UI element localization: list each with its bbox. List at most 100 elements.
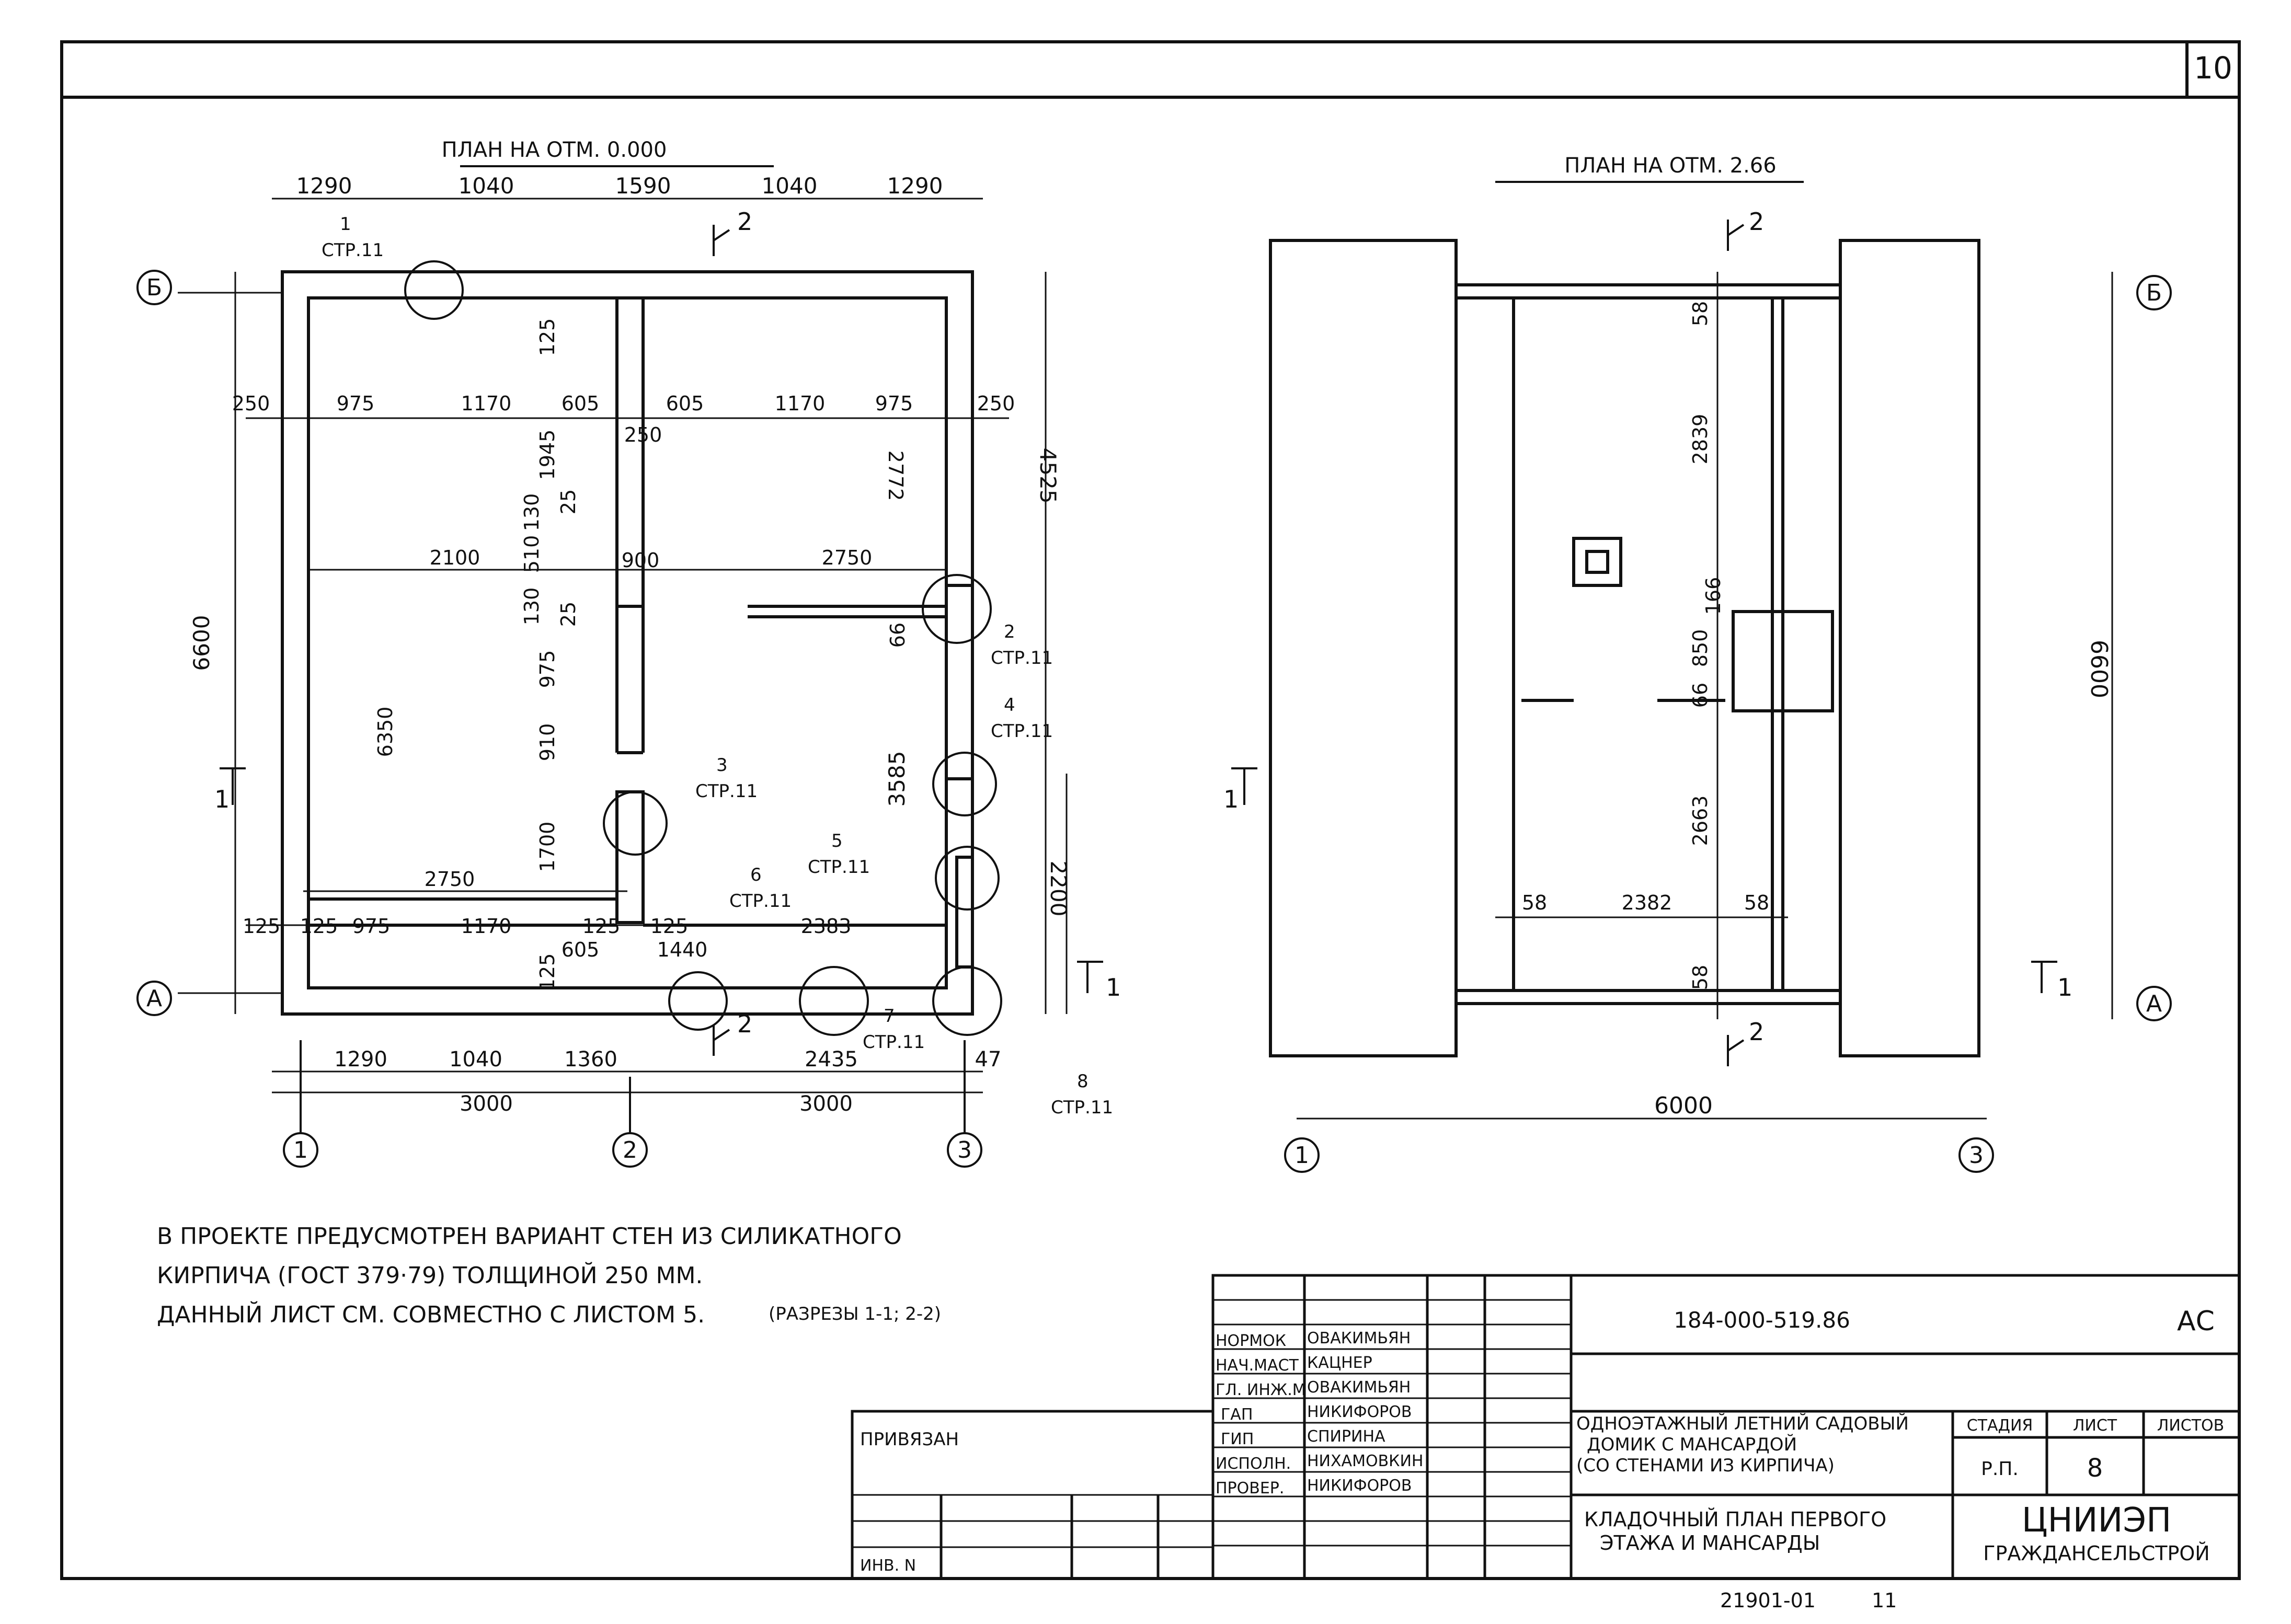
svg-text:СТР.11: СТР.11	[322, 240, 384, 261]
svg-text:4: 4	[1004, 695, 1015, 716]
svg-text:900: 900	[622, 549, 660, 572]
svg-text:1170: 1170	[461, 915, 512, 938]
svg-text:975: 975	[337, 392, 375, 415]
svg-text:1170: 1170	[461, 392, 512, 415]
svg-text:975: 975	[875, 392, 913, 415]
note-line3: ДАННЫЙ ЛИСТ СМ. СОВМЕСТНО С ЛИСТОМ 5.	[157, 1300, 705, 1328]
svg-text:НИХАМОВКИН: НИХАМОВКИН	[1307, 1452, 1423, 1470]
plan1-bottom-dims: 1290 1040 1360 2435 47 3000 3000	[334, 1047, 1001, 1116]
svg-text:8: 8	[2087, 1454, 2103, 1483]
plan2-walls	[1269, 239, 1980, 1057]
footer-codes: 21901-01 11	[1720, 1589, 1897, 1612]
svg-text:3000: 3000	[460, 1092, 513, 1116]
svg-text:ОВАКИМЬЯН: ОВАКИМЬЯН	[1307, 1378, 1411, 1397]
svg-text:ГИП: ГИП	[1221, 1430, 1254, 1448]
svg-text:1: 1	[1106, 973, 1121, 1001]
svg-text:Р.П.: Р.П.	[1981, 1458, 2019, 1480]
svg-text:850: 850	[1689, 629, 1712, 667]
svg-text:1290: 1290	[887, 173, 943, 199]
svg-text:6600: 6600	[2086, 640, 2112, 698]
svg-text:2: 2	[1749, 208, 1764, 236]
plan1-outer-side-dims: 6600 4525 3585 2200	[189, 448, 1071, 917]
note-line2: КИРПИЧА (ГОСТ 379·79) ТОЛЩИНОЙ 250 ММ.	[157, 1261, 703, 1289]
plan1-section-marks: 1 1 2 2	[214, 208, 1121, 1056]
svg-text:СТР.11: СТР.11	[729, 891, 792, 912]
svg-text:21901-01: 21901-01	[1720, 1589, 1816, 1612]
svg-text:250: 250	[232, 392, 270, 415]
svg-text:НАЧ.МАСТ: НАЧ.МАСТ	[1216, 1356, 1299, 1375]
svg-text:125: 125	[243, 915, 281, 938]
svg-text:2839: 2839	[1689, 414, 1712, 465]
svg-text:250: 250	[977, 392, 1015, 415]
sheet-title: КЛАДОЧНЫЙ ПЛАН ПЕРВОГО ЭТАЖА И МАНСАРДЫ	[1584, 1508, 1886, 1554]
svg-text:НИКИФОРОВ: НИКИФОРОВ	[1307, 1477, 1412, 1495]
svg-text:125: 125	[536, 318, 559, 356]
svg-text:2: 2	[1749, 1018, 1764, 1046]
svg-text:2: 2	[737, 208, 752, 236]
svg-text:3: 3	[716, 755, 728, 776]
plan1-inner-dims: 2100 900 2750 6350 2750 1945 2772 975 91…	[243, 318, 909, 992]
svg-text:1700: 1700	[536, 822, 559, 872]
svg-text:125: 125	[300, 915, 338, 938]
svg-text:СТАДИЯ: СТАДИЯ	[1967, 1416, 2033, 1435]
svg-text:125: 125	[536, 953, 559, 992]
svg-text:ОВАКИМЬЯН: ОВАКИМЬЯН	[1307, 1329, 1411, 1347]
svg-text:ОДНОЭТАЖНЫЙ ЛЕТНИЙ САДОВЫЙ: ОДНОЭТАЖНЫЙ ЛЕТНИЙ САДОВЫЙ	[1576, 1413, 1909, 1434]
svg-text:ЛИСТОВ: ЛИСТОВ	[2157, 1416, 2224, 1435]
svg-text:11: 11	[1872, 1589, 1897, 1612]
svg-text:47: 47	[975, 1047, 1002, 1072]
notes: В ПРОЕКТЕ ПРЕДУСМОТРЕН ВАРИАНТ СТЕН ИЗ С…	[157, 1223, 941, 1328]
plan2-title: ПЛАН НА ОТМ. 2.66	[1564, 154, 1776, 178]
svg-text:СТР.11: СТР.11	[808, 857, 870, 878]
svg-text:1: 1	[340, 214, 351, 235]
svg-text:ЭТАЖА И МАНСАРДЫ: ЭТАЖА И МАНСАРДЫ	[1600, 1531, 1820, 1554]
svg-text:605: 605	[562, 392, 600, 415]
svg-text:2772: 2772	[884, 451, 907, 501]
svg-text:СТР.11: СТР.11	[695, 781, 758, 802]
svg-text:ЛИСТ: ЛИСТ	[2073, 1416, 2117, 1435]
svg-text:СТР.11: СТР.11	[863, 1032, 925, 1053]
organization: ЦНИИЭП ГРАЖДАНСЕЛЬСТРОЙ	[1983, 1501, 2209, 1565]
svg-text:КАЦНЕР: КАЦНЕР	[1307, 1354, 1372, 1372]
plan1-dim-lines	[178, 198, 1068, 1093]
plan2-dims: 58 2839 166 66 850 2663 58 2382 58 58 66…	[1522, 301, 2112, 1119]
svg-text:2382: 2382	[1622, 891, 1673, 914]
title-block-rows	[852, 1299, 1571, 1548]
svg-text:605: 605	[562, 938, 600, 961]
svg-text:5: 5	[831, 831, 843, 851]
svg-text:250: 250	[624, 423, 662, 446]
inv-label: ИНВ. N	[860, 1557, 916, 1575]
plan1-title: ПЛАН НА ОТМ. 0.000	[442, 138, 667, 162]
staff-list: НОРМОК ОВАКИМЬЯН НАЧ.МАСТ КАЦНЕР ГЛ. ИНЖ…	[1216, 1329, 1423, 1498]
svg-text:2383: 2383	[801, 915, 852, 938]
svg-text:1: 1	[214, 785, 230, 813]
svg-text:3000: 3000	[799, 1092, 853, 1116]
svg-text:975: 975	[352, 915, 391, 938]
svg-text:6000: 6000	[1654, 1092, 1713, 1119]
svg-text:ДОМИК С МАНСАРДОЙ: ДОМИК С МАНСАРДОЙ	[1587, 1434, 1797, 1455]
svg-text:2200: 2200	[1046, 861, 1071, 917]
svg-text:ИСПОЛН.: ИСПОЛН.	[1216, 1455, 1291, 1473]
stage-table: СТАДИЯ ЛИСТ ЛИСТОВ Р.П. 8	[1967, 1416, 2225, 1483]
svg-text:СТР.11: СТР.11	[991, 721, 1053, 742]
svg-text:НОРМОК: НОРМОК	[1216, 1332, 1286, 1350]
svg-text:8: 8	[1077, 1071, 1089, 1092]
plan2-axis-1-label: 1	[1295, 1142, 1309, 1169]
svg-text:1: 1	[1223, 785, 1239, 813]
svg-text:2: 2	[1004, 621, 1015, 642]
svg-text:КЛАДОЧНЫЙ ПЛАН ПЕРВОГО: КЛАДОЧНЫЙ ПЛАН ПЕРВОГО	[1584, 1508, 1886, 1531]
svg-text:1170: 1170	[775, 392, 826, 415]
svg-text:1040: 1040	[449, 1047, 502, 1072]
svg-text:66: 66	[1689, 683, 1712, 708]
svg-text:2750: 2750	[425, 868, 475, 891]
svg-text:7: 7	[884, 1006, 895, 1027]
svg-text:4525: 4525	[1035, 448, 1061, 504]
svg-text:2663: 2663	[1689, 796, 1712, 846]
svg-text:1: 1	[2057, 973, 2072, 1001]
svg-text:25: 25	[557, 489, 580, 514]
svg-text:166: 166	[1702, 577, 1725, 615]
axis-2-label: 2	[623, 1137, 637, 1164]
svg-text:125: 125	[650, 915, 689, 938]
svg-text:66: 66	[886, 623, 909, 648]
